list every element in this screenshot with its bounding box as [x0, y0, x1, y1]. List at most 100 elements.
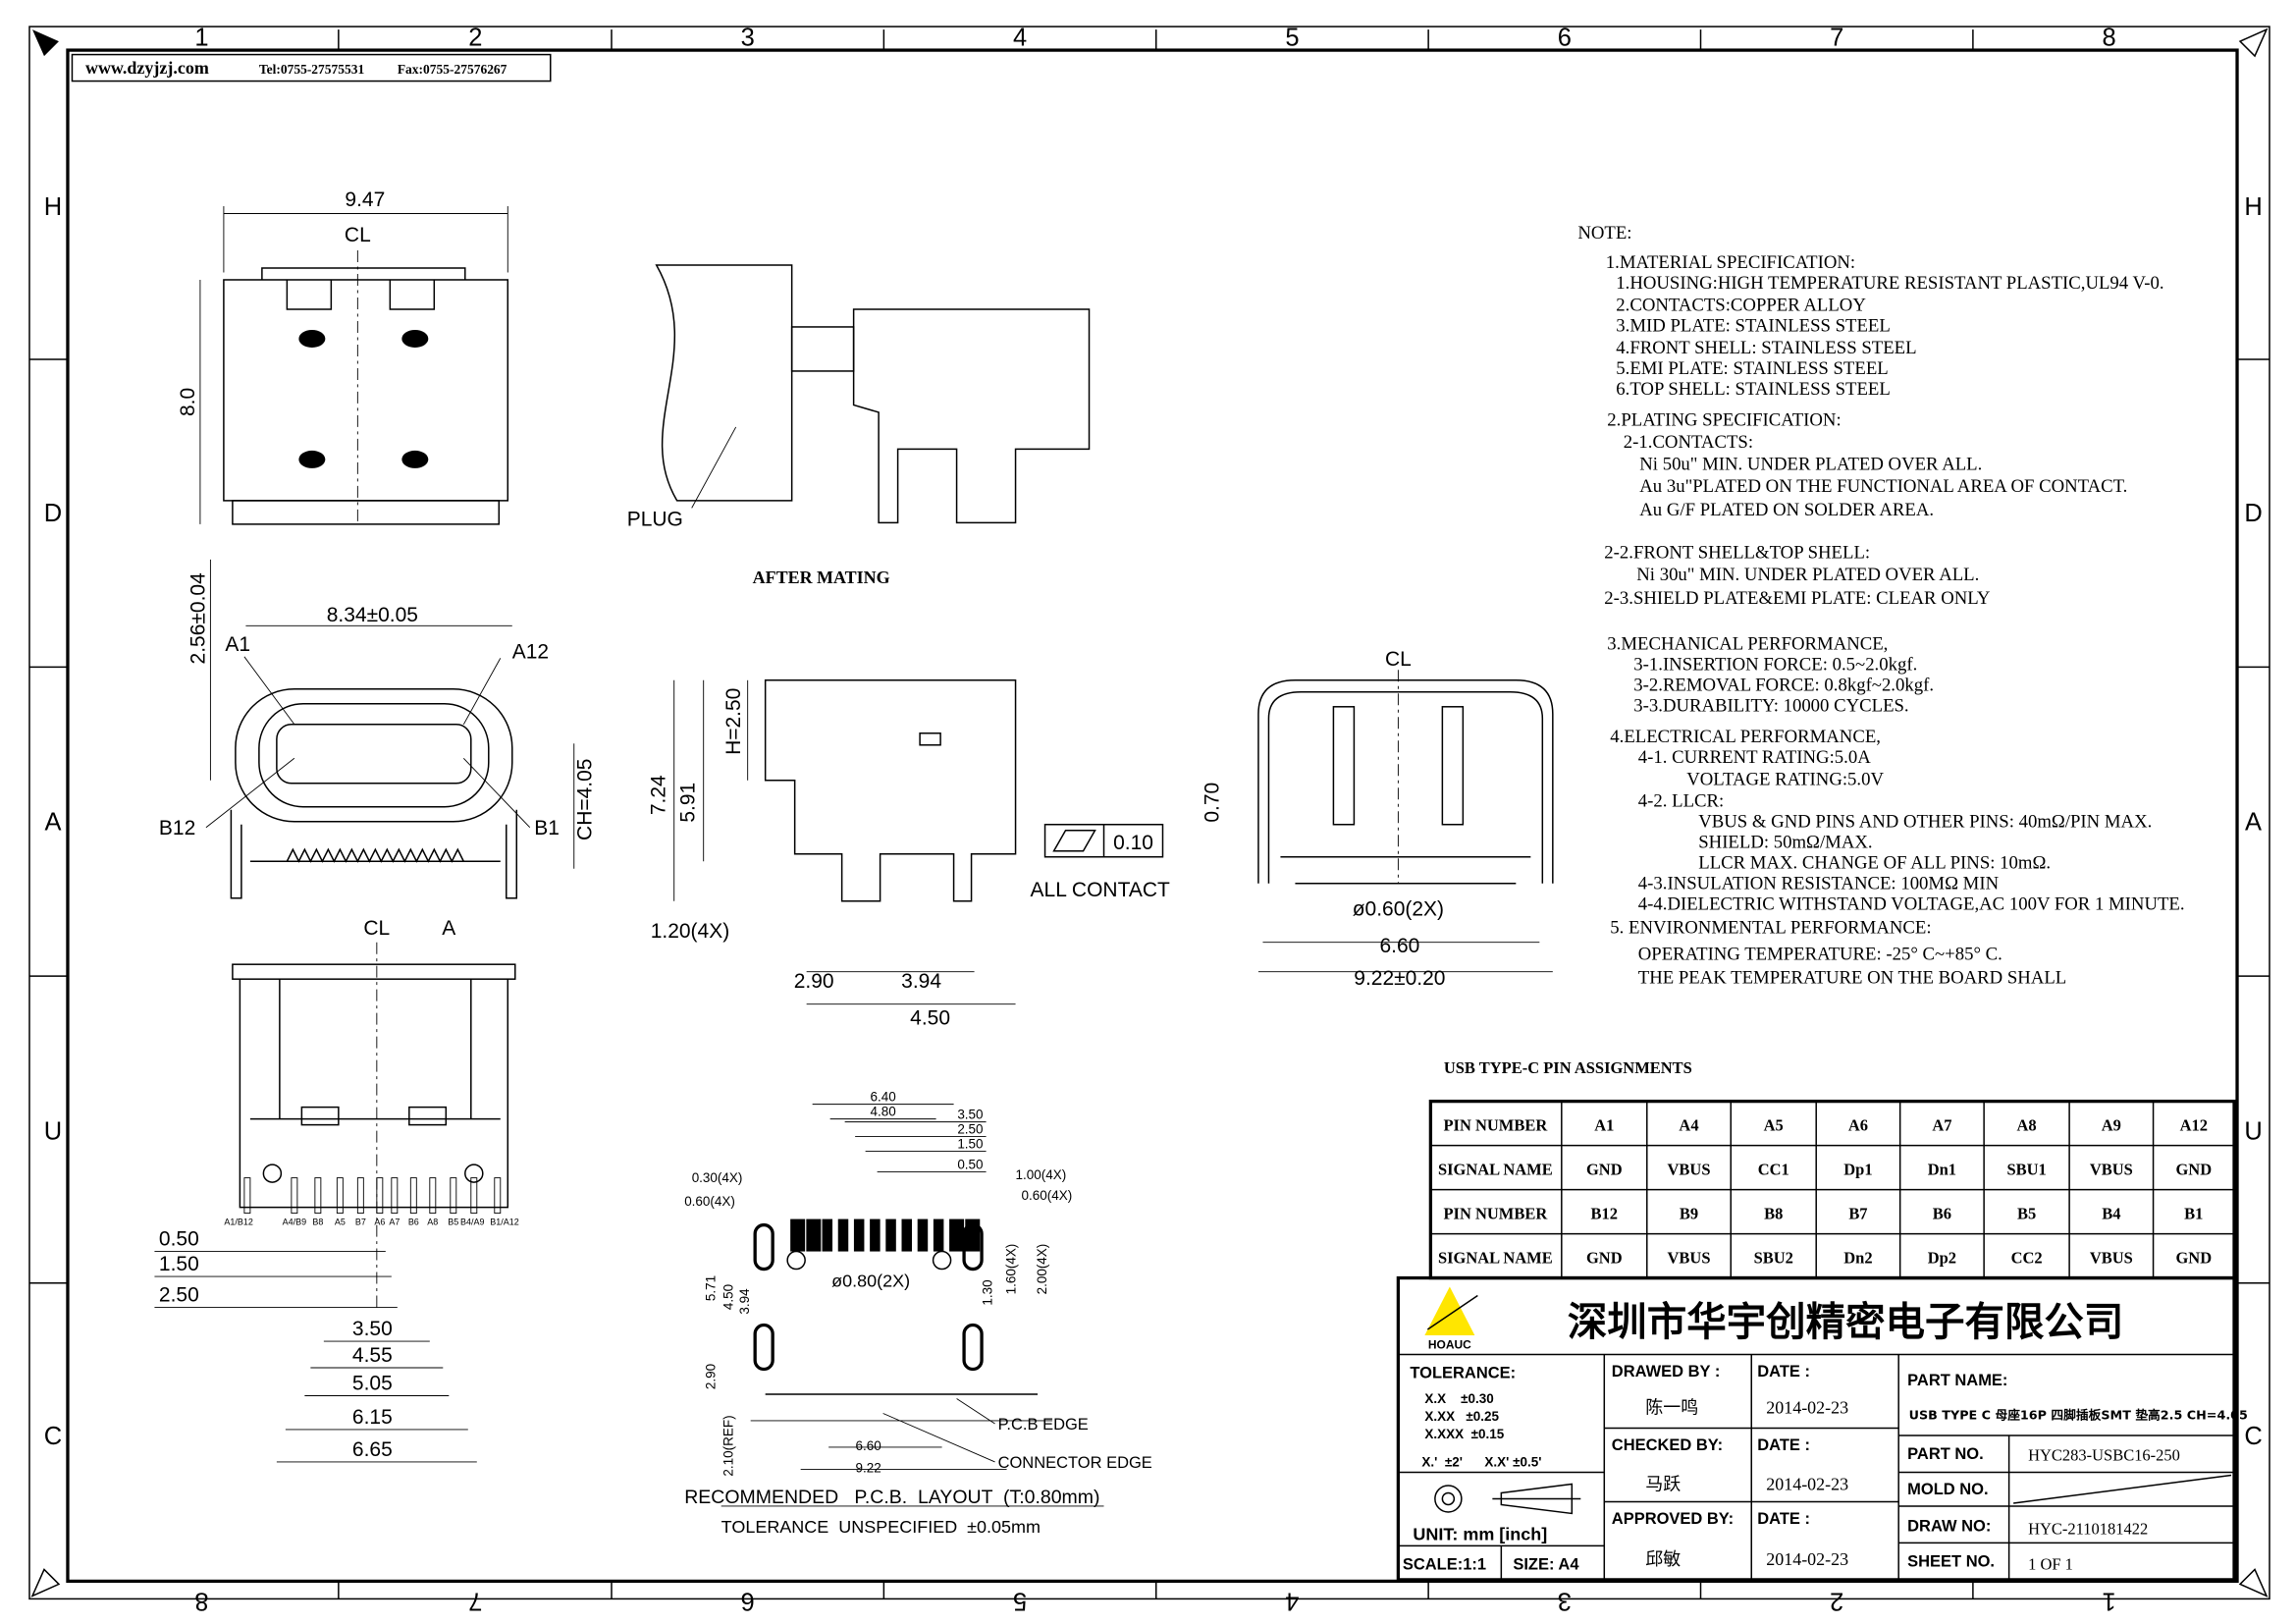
tolerance-3: X.XXX ±0.15 — [1424, 1427, 1504, 1441]
note-line: LLCR MAX. CHANGE OF ALL PINS: 10mΩ. — [1698, 853, 2051, 874]
smt-pad — [917, 1218, 929, 1252]
date-label: DATE : — [1757, 1436, 1810, 1454]
note-line: 2-1.CONTACTS: — [1624, 432, 1753, 453]
part-name: USB TYPE C 母座16P 四脚插板SMT 垫高2.5 CH=4.05 — [1909, 1407, 2248, 1423]
table-cell: B1 — [2184, 1205, 2203, 1223]
top-view: 9.47 CL 8.0 — [177, 189, 509, 525]
projection-symbol-icon — [1434, 1483, 1581, 1515]
dim-2-00: 2.00(4X) — [1035, 1244, 1049, 1295]
note-line: THE PEAK TEMPERATURE ON THE BOARD SHALL — [1638, 968, 2066, 989]
table-cell: SBU2 — [1754, 1249, 1793, 1268]
pin-lead — [243, 1177, 251, 1215]
note-line: 4-3.INSULATION RESISTANCE: 100MΩ MIN — [1638, 874, 2000, 894]
website: www.dzyjzj.com — [85, 58, 209, 78]
table-cell: A4 — [1679, 1116, 1698, 1135]
dim-label: 6.40 — [870, 1090, 895, 1105]
dim-9-22: 9.22±0.20 — [1354, 967, 1445, 990]
draw-no: HYC-2110181422 — [2028, 1519, 2148, 1538]
column-marker: 1 — [194, 25, 208, 52]
sheet-no-label: SHEET NO. — [1907, 1552, 1995, 1570]
dim-2-90: 2.90 — [704, 1364, 719, 1389]
column-marker: 1 — [2102, 1587, 2115, 1614]
centerline-label: CL — [1385, 648, 1412, 671]
tel: Tel:0755-27575531 — [259, 62, 365, 77]
pcb-tolerance: TOLERANCE UNSPECIFIED ±0.05mm — [721, 1517, 1041, 1537]
sheet-no: 1 OF 1 — [2028, 1554, 2073, 1573]
dim-label: 3.50 — [352, 1318, 393, 1340]
dim-label: 0.50 — [159, 1228, 199, 1251]
dim-label: 1.50 — [159, 1253, 199, 1275]
connector-edge-label: CONNECTOR EDGE — [998, 1454, 1152, 1472]
table-cell: B6 — [1933, 1205, 1951, 1223]
pin-label: B5 — [448, 1218, 458, 1227]
pin-label: A4/B9 — [283, 1218, 306, 1227]
dim-width: 9.47 — [345, 189, 385, 211]
drawed-date: 2014-02-23 — [1766, 1397, 1848, 1417]
table-row-label: PIN NUMBER — [1443, 1205, 1548, 1223]
note-line: 2-3.SHIELD PLATE&EMI PLATE: CLEAR ONLY — [1604, 588, 1991, 609]
dim-9-22: 9.22 — [855, 1460, 881, 1475]
table-cell: GND — [2175, 1161, 2212, 1179]
drawed-by: 陈一鸣 — [1645, 1397, 1698, 1417]
centerline-label: CL — [345, 224, 371, 246]
logo-text: HOAUC — [1428, 1338, 1471, 1352]
angle-tolerance: X.' ±2' X.X' ±0.5' — [1421, 1454, 1541, 1469]
after-mating-view: PLUG AFTER MATING — [627, 264, 1091, 587]
table-cell: B5 — [2017, 1205, 2036, 1223]
dim-1-00: 1.00(4X) — [1016, 1167, 1067, 1182]
table-cell: GND — [1586, 1161, 1623, 1179]
smt-pad — [870, 1218, 881, 1252]
back-view: CL 0.70 ø0.60(2X) 6.60 9.22±0.20 — [1201, 648, 1554, 990]
dim-label: 4.80 — [870, 1105, 895, 1119]
dim-4-50: 4.50 — [910, 1007, 950, 1030]
column-marker: 2 — [1830, 1587, 1843, 1614]
column-marker: 4 — [1285, 1587, 1299, 1614]
checked-by-label: CHECKED BY: — [1612, 1436, 1723, 1454]
pin-label: B4/A9 — [460, 1218, 484, 1227]
pin-lead — [429, 1177, 437, 1215]
note-line: Au 3u"PLATED ON THE FUNCTIONAL AREA OF C… — [1639, 476, 2127, 497]
pin-label: B8 — [312, 1218, 323, 1227]
dim-label: 1.50 — [957, 1137, 983, 1152]
table-cell: B7 — [1848, 1205, 1867, 1223]
dim-5-71: 5.71 — [704, 1275, 719, 1301]
table-row-label: SIGNAL NAME — [1438, 1161, 1553, 1179]
flatness-note: ALL CONTACT — [1031, 879, 1170, 901]
smt-pad — [853, 1218, 865, 1252]
dim-0-70: 0.70 — [1201, 783, 1223, 823]
note-line: 4-4.DIELECTRIC WITHSTAND VOLTAGE,AC 100V… — [1638, 894, 2185, 915]
note-line: 3-2.REMOVAL FORCE: 0.8kgf~2.0kgf. — [1633, 675, 1934, 695]
pin-label: B1/A12 — [490, 1218, 518, 1227]
smt-pad — [949, 1218, 965, 1252]
dim-hole: ø0.60(2X) — [1353, 898, 1444, 921]
table-cell: GND — [1586, 1249, 1623, 1268]
note-line: Au G/F PLATED ON SOLDER AREA. — [1639, 500, 1934, 520]
dim-label: 6.15 — [352, 1406, 393, 1429]
dim-0-60-right: 0.60(4X) — [1022, 1188, 1073, 1203]
note-line: 4-1. CURRENT RATING:5.0A — [1638, 747, 1871, 768]
row-marker: A — [44, 809, 61, 837]
note-line: 6.TOP SHELL: STAINLESS STEEL — [1616, 379, 1891, 400]
approved-by-label: APPROVED BY: — [1612, 1510, 1734, 1528]
note-line: 4-2. LLCR: — [1638, 791, 1724, 812]
pin-label: A6 — [374, 1218, 385, 1227]
pin-lead — [494, 1177, 502, 1215]
pin-label: A7 — [389, 1218, 400, 1227]
table-cell: CC1 — [1758, 1161, 1789, 1179]
pin-lead — [314, 1177, 322, 1215]
row-marker: C — [2244, 1423, 2262, 1450]
company-name: 深圳市华宇创精密电子有限公司 — [1568, 1298, 2124, 1345]
row-marker: A — [2245, 809, 2262, 837]
company-logo — [1424, 1286, 1475, 1336]
note-line: 4.FRONT SHELL: STAINLESS STEEL — [1616, 338, 1916, 358]
dim-5-91: 5.91 — [677, 783, 700, 823]
pcb-pads — [790, 1218, 981, 1252]
smt-pad — [933, 1218, 944, 1252]
row-marker: D — [44, 500, 62, 527]
table-cell: VBUS — [1668, 1249, 1711, 1268]
table-cell: A12 — [2180, 1116, 2208, 1135]
